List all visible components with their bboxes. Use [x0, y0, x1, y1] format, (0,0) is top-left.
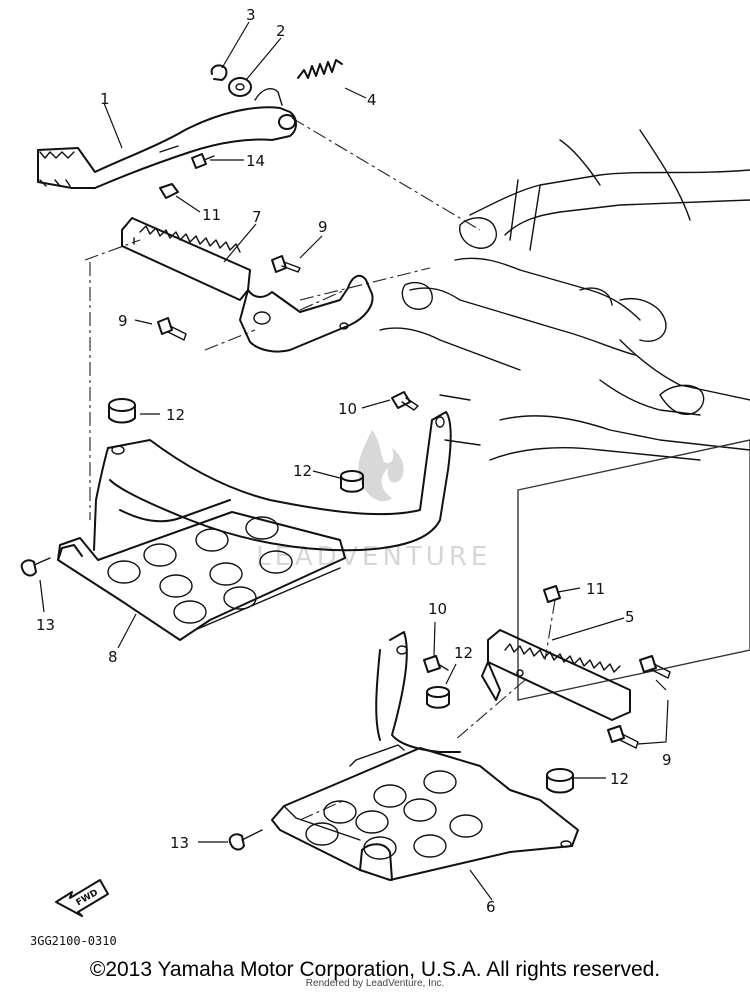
center-lines — [84, 117, 556, 821]
callout-4: 4 — [367, 91, 377, 109]
callout-14: 14 — [246, 152, 265, 170]
callout-5: 5 — [625, 608, 635, 626]
callout-6: 6 — [486, 898, 496, 916]
rendered-by-text: Rendered by LeadVenture, Inc. — [305, 978, 445, 989]
return-spring — [297, 59, 343, 79]
leadventure-watermark: LEADVENTURE — [256, 430, 487, 572]
nut-upper — [159, 183, 179, 199]
left-skid-plate — [57, 411, 452, 641]
callout-9-right: 9 — [662, 751, 672, 769]
damper-left-mid — [340, 470, 364, 493]
bolt-upper-left — [157, 317, 187, 341]
callout-3: 3 — [246, 6, 256, 24]
right-skid-plate — [271, 631, 579, 881]
callout-13-right: 13 — [170, 834, 189, 852]
callout-11-left: 11 — [202, 206, 221, 224]
bolt-13-left — [20, 557, 51, 577]
clip — [210, 64, 228, 81]
fwd-label: FWD — [75, 888, 100, 908]
frame-outline — [379, 129, 750, 701]
callout-11-right: 11 — [586, 580, 605, 598]
bolt-upper-right — [271, 255, 301, 273]
damper-right-low — [546, 768, 574, 794]
bolt-right-lower — [607, 725, 639, 749]
damper-right-mid — [426, 686, 450, 709]
callout-13-left: 13 — [36, 616, 55, 634]
bolt-10-left — [391, 391, 419, 411]
callout-9-top: 9 — [318, 218, 328, 236]
bolt-10-right — [423, 655, 449, 673]
callout-8: 8 — [108, 648, 118, 666]
callout-9-left: 9 — [118, 312, 128, 330]
callout-2: 2 — [276, 22, 286, 40]
callout-10-left: 10 — [338, 400, 357, 418]
nut-right — [543, 585, 561, 603]
callout-12-c: 12 — [454, 644, 473, 662]
brake-pedal — [37, 88, 297, 189]
leader-lines — [39, 21, 669, 901]
fwd-arrow-icon: FWD — [55, 879, 109, 917]
damper-left-top — [108, 398, 136, 424]
callouts: 1 2 3 4 5 6 7 8 9 9 9 10 10 11 11 12 12 … — [36, 6, 672, 916]
washer — [228, 77, 252, 97]
diagram-code: 3GG2100-0310 — [30, 934, 117, 948]
bolt-right-upper — [639, 655, 671, 679]
left-footrest-bracket — [121, 217, 374, 353]
callout-12-d: 12 — [610, 770, 629, 788]
callout-10-right: 10 — [428, 600, 447, 618]
callout-12-a: 12 — [166, 406, 185, 424]
callout-1: 1 — [100, 90, 110, 108]
callout-12-b: 12 — [293, 462, 312, 480]
pedal-bolt — [191, 153, 215, 169]
callout-7: 7 — [252, 208, 262, 226]
bolt-13-right — [228, 829, 263, 851]
copyright-text: ©2013 Yamaha Motor Corporation, U.S.A. A… — [89, 958, 661, 981]
right-footrest — [481, 629, 631, 721]
